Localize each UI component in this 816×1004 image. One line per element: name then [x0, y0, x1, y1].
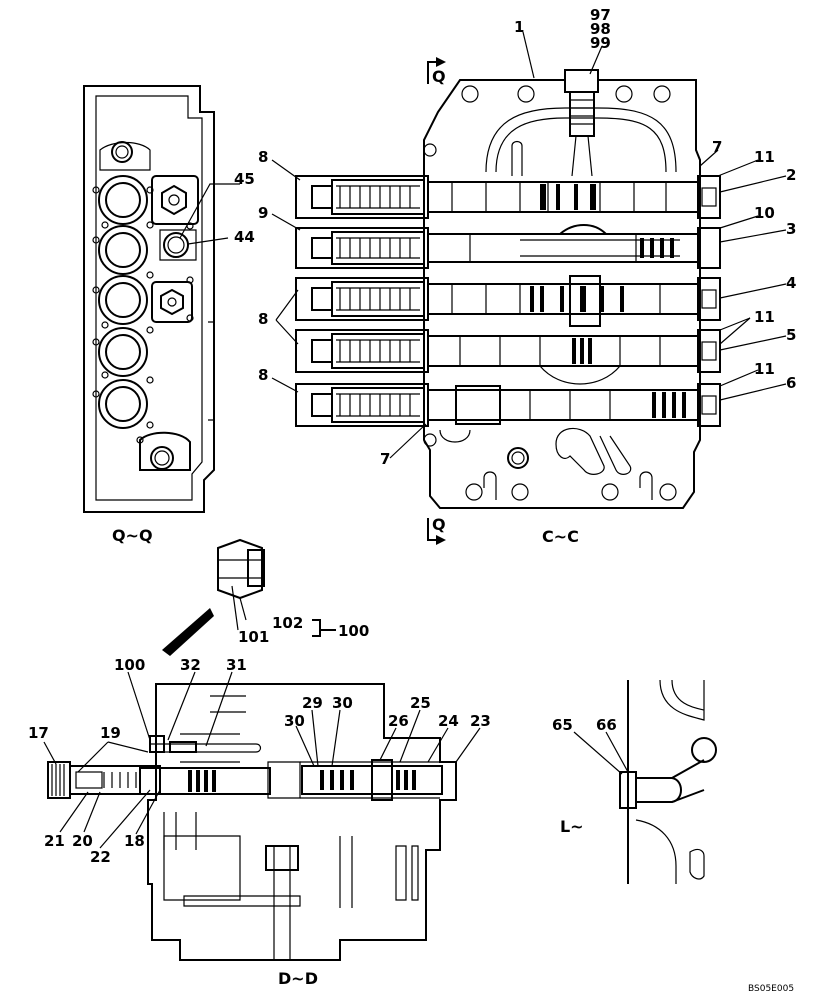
callout-65: 65	[552, 716, 573, 734]
callout-45: 45	[234, 170, 255, 188]
section-label-l: L∼	[560, 817, 584, 836]
callout-24: 24	[438, 712, 459, 730]
section-label-cc: C∼C	[542, 527, 579, 546]
callout-66: 66	[596, 716, 617, 734]
leader-lines	[43, 31, 787, 849]
callout-102: 102	[272, 614, 303, 632]
callout-8c: 8	[258, 366, 268, 384]
spool-row-4	[295, 329, 721, 385]
callout-4: 4	[786, 274, 796, 292]
callout-8a: 8	[258, 148, 268, 166]
spool-row-3	[295, 275, 721, 327]
view-dd	[47, 683, 457, 961]
callout-23: 23	[470, 712, 491, 730]
callout-21: 21	[44, 832, 65, 850]
callout-20: 20	[72, 832, 93, 850]
callout-101: 101	[238, 628, 269, 646]
section-label-dd: D∼D	[278, 969, 318, 988]
callout-9: 9	[258, 204, 268, 222]
callout-7a: 7	[712, 138, 722, 156]
callout-3: 3	[786, 220, 796, 238]
callout-6: 6	[786, 374, 796, 392]
callout-11b: 11	[754, 308, 775, 326]
callout-30a: 30	[332, 694, 353, 712]
valve-25	[300, 759, 443, 801]
callout-22: 22	[90, 848, 111, 866]
section-arrow-q-top: Q	[432, 67, 446, 86]
callout-29: 29	[302, 694, 323, 712]
callout-97: 97	[590, 6, 611, 24]
callout-2: 2	[786, 166, 796, 184]
callout-5: 5	[786, 326, 796, 344]
callout-31: 31	[226, 656, 247, 674]
spool-row-2	[295, 224, 721, 269]
callout-8b: 8	[258, 310, 268, 328]
callout-7b: 7	[380, 450, 390, 468]
view-cc	[295, 57, 721, 545]
plug-100-detail	[162, 538, 336, 656]
figure-id: BS05E005	[748, 984, 794, 994]
callout-labels: 1 97 98 99 7 11 2 10 3 4 11 5 11 6 8 9 8…	[28, 6, 796, 866]
spool-row-5	[295, 383, 721, 427]
view-l	[619, 679, 717, 884]
callout-11a: 11	[754, 148, 775, 166]
callout-98: 98	[590, 20, 611, 38]
callout-19: 19	[100, 724, 121, 742]
callout-99: 99	[590, 34, 611, 52]
relief-valve-97	[564, 69, 599, 177]
section-label-qq: Q∼Q	[112, 526, 153, 545]
callout-17: 17	[28, 724, 49, 742]
section-labels: Q∼Q C∼C D∼D L∼ Q Q	[112, 67, 584, 988]
callout-100a: 100	[338, 622, 369, 640]
callout-1: 1	[514, 18, 524, 36]
spool-row-1	[295, 175, 721, 219]
callout-25: 25	[410, 694, 431, 712]
callout-11c: 11	[754, 360, 775, 378]
bore-column	[98, 175, 148, 429]
callout-10: 10	[754, 204, 775, 222]
callout-44: 44	[234, 228, 255, 246]
section-arrow-q-bottom: Q	[432, 515, 446, 534]
callout-18: 18	[124, 832, 145, 850]
view-qq	[83, 85, 215, 513]
plug-17	[47, 761, 161, 799]
callout-100b: 100	[114, 656, 145, 674]
callout-26: 26	[388, 712, 409, 730]
callout-30b: 30	[284, 712, 305, 730]
callout-32: 32	[180, 656, 201, 674]
